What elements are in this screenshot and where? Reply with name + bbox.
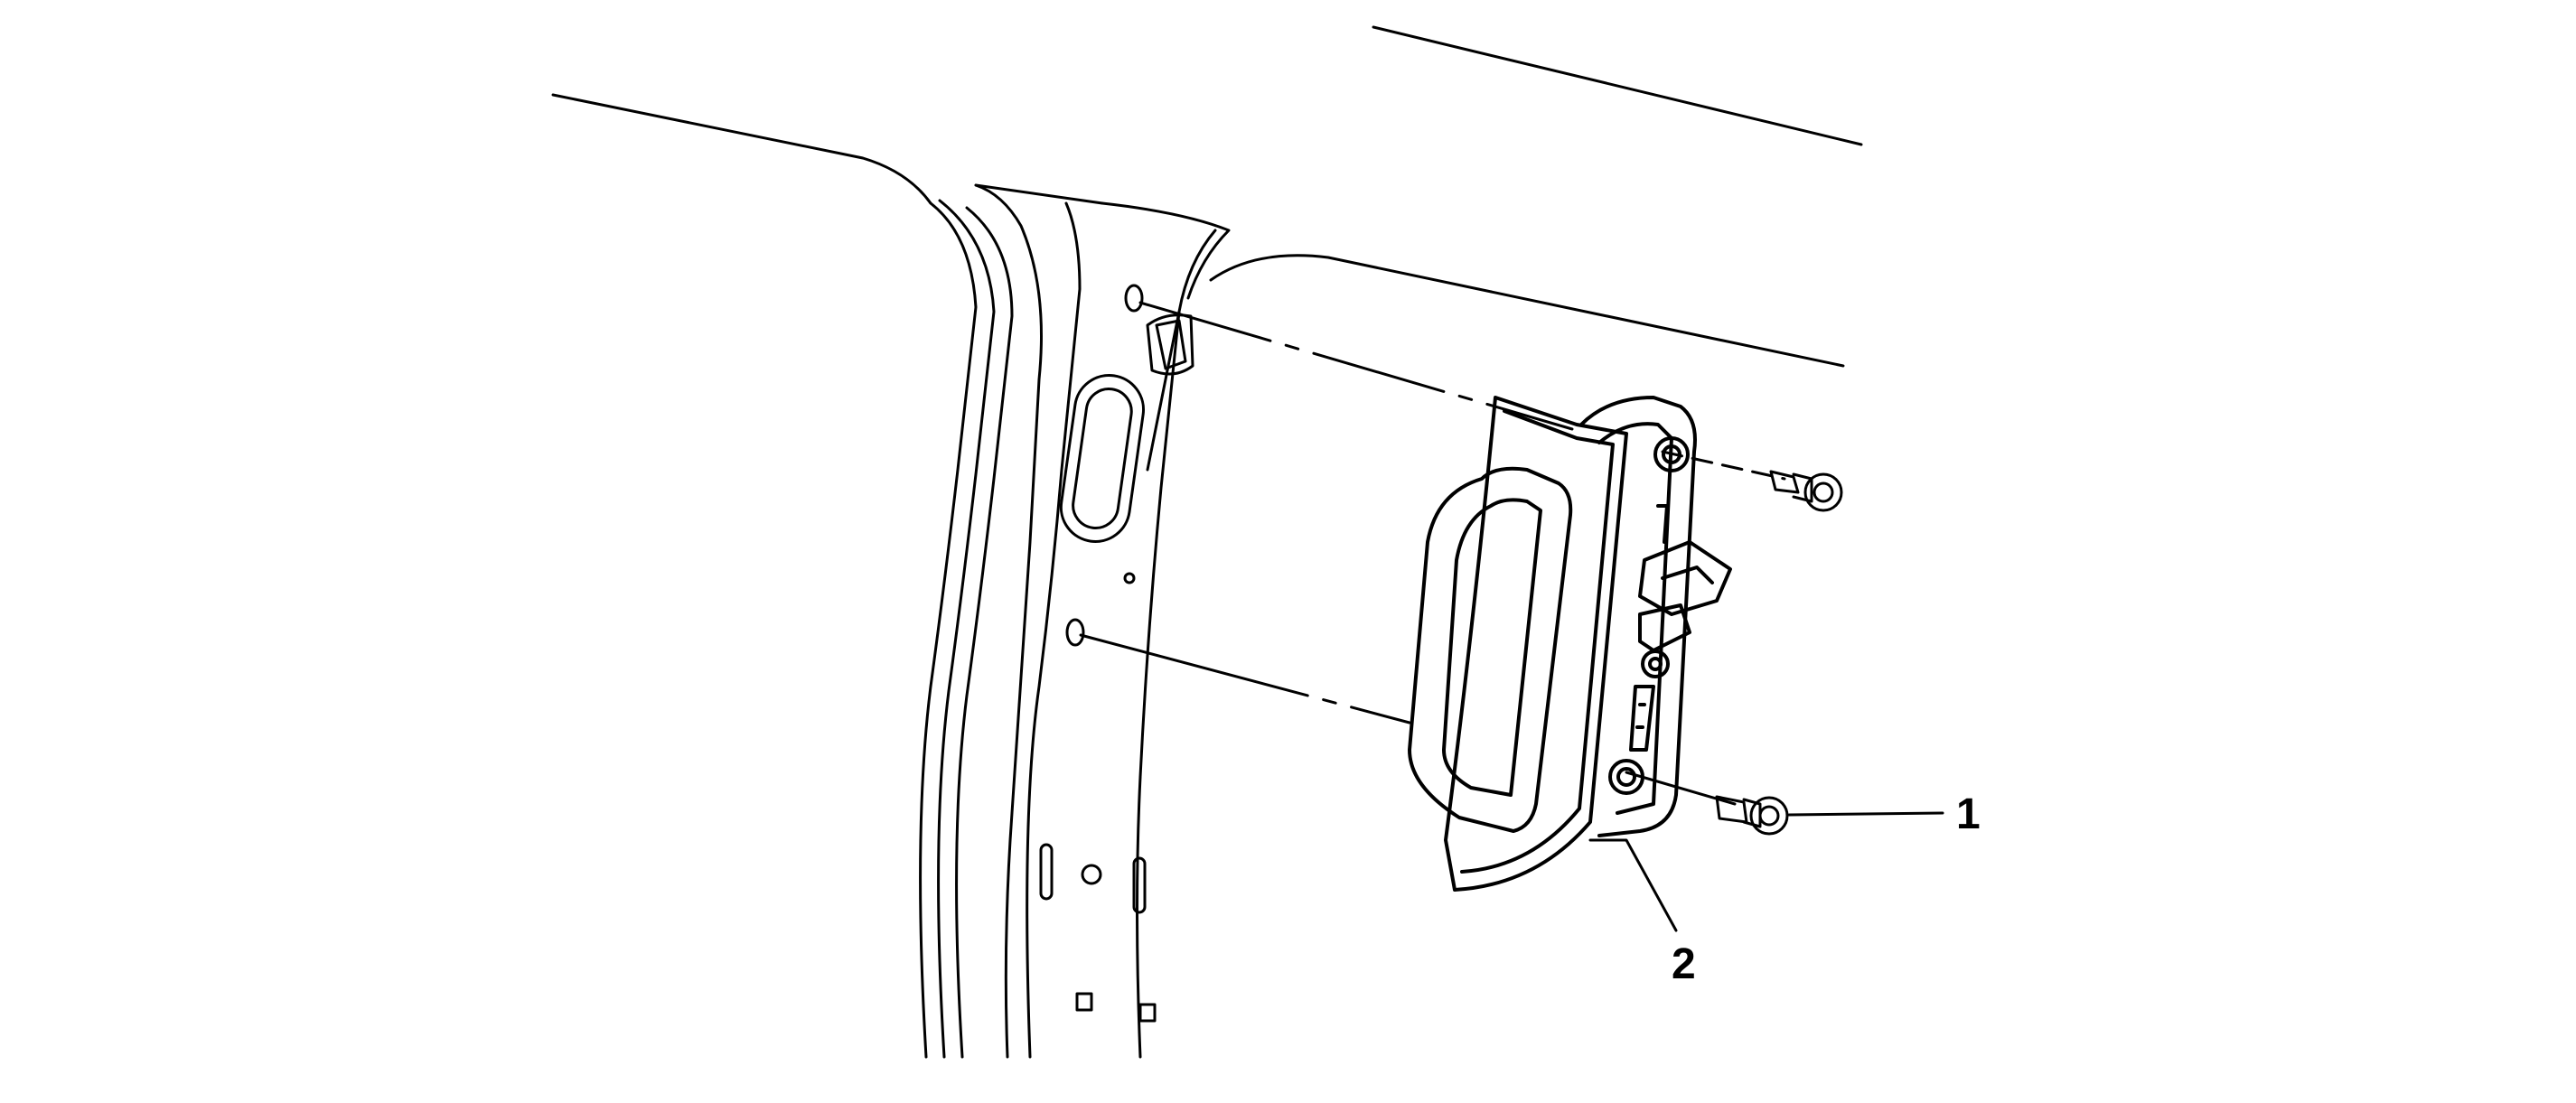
leader-line-2 bbox=[1588, 838, 1678, 932]
callout-label-1: 1 bbox=[1956, 790, 1981, 838]
callout-leaders bbox=[1588, 811, 1944, 932]
body-panel-outline bbox=[551, 25, 1863, 368]
bolt-icon bbox=[1715, 470, 1843, 836]
leader-line-1 bbox=[1787, 811, 1944, 817]
door-pillar bbox=[919, 183, 1231, 1059]
alignment-lines bbox=[1079, 301, 1786, 806]
callout-label-2: 2 bbox=[1672, 940, 1696, 988]
handle-icon bbox=[1408, 396, 1732, 892]
